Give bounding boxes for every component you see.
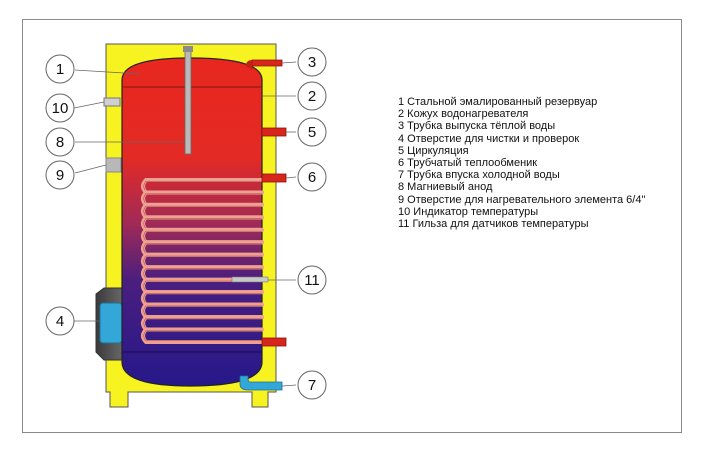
callout-7-number: 7 <box>308 377 316 394</box>
legend-item: 3 Трубка выпуска тёплой воды <box>398 120 556 133</box>
cold-water-inlet-pipe <box>239 375 283 391</box>
callout-4: 4 <box>45 306 75 336</box>
legend-item: 7 Трубка впуска холодной воды <box>398 169 560 182</box>
leader-lines <box>73 61 297 387</box>
legend-item: 6 Трубчатый теплообменик <box>398 157 538 170</box>
heat-exchanger-coil <box>141 178 264 344</box>
legend-item: 5 Циркуляция <box>398 144 469 157</box>
coil-loop <box>141 327 264 344</box>
callout-10-number: 10 <box>52 100 69 117</box>
coil-inlet-pipe <box>261 173 287 183</box>
callout-2-number: 2 <box>308 88 316 105</box>
callout-5-number: 5 <box>308 124 316 141</box>
coil-loop-shade <box>143 330 262 341</box>
callout-11: 11 <box>297 265 327 295</box>
inspection-flange <box>95 287 125 361</box>
hot-outlet-elbow <box>246 60 252 70</box>
heating-element-opening <box>105 157 122 173</box>
hot-water-outlet-pipe <box>251 59 283 67</box>
circulation-pipe <box>261 127 287 137</box>
legend-item: 10 Индикатор температуры <box>398 205 539 218</box>
legend-item: 8 Магниевый анод <box>398 181 493 194</box>
callout-5: 5 <box>297 117 327 147</box>
callout-circles: 1 2 3 4 5 6 7 8 9 10 11 <box>45 47 327 400</box>
callout-3-number: 3 <box>308 54 316 71</box>
callout-7: 7 <box>297 370 327 400</box>
callout-10: 10 <box>45 93 75 123</box>
callout-11-number: 11 <box>304 272 320 289</box>
legend-item: 1 Стальной эмалированный резервуар <box>398 96 598 108</box>
temperature-indicator <box>103 97 121 107</box>
sensor-sleeve <box>231 276 269 283</box>
callout-3: 3 <box>297 47 327 77</box>
legend-item: 4 Отверстие для чистки и проверок <box>398 132 580 145</box>
callout-4-number: 4 <box>56 313 64 330</box>
callout-6: 6 <box>297 162 327 192</box>
callout-2: 2 <box>297 81 327 111</box>
parts-legend: 1 Стальной эмалированный резервуар 2 Кож… <box>398 96 645 230</box>
callout-1: 1 <box>45 54 75 84</box>
callout-1-number: 1 <box>56 61 64 78</box>
callout-6-number: 6 <box>308 169 316 186</box>
legend-item: 2 Кожух водонагревателя <box>398 108 529 121</box>
legend-item: 11 Гильза для датчиков температуры <box>398 218 589 231</box>
coil-outlet-pipe <box>261 337 287 347</box>
magnesium-anode <box>183 46 193 155</box>
legend-item: 9 Отверстие для нагревательного элемента… <box>398 193 646 206</box>
callout-8-number: 8 <box>56 134 64 151</box>
callout-8: 8 <box>45 127 75 157</box>
callout-9: 9 <box>45 160 75 190</box>
callout-9-number: 9 <box>56 167 64 184</box>
